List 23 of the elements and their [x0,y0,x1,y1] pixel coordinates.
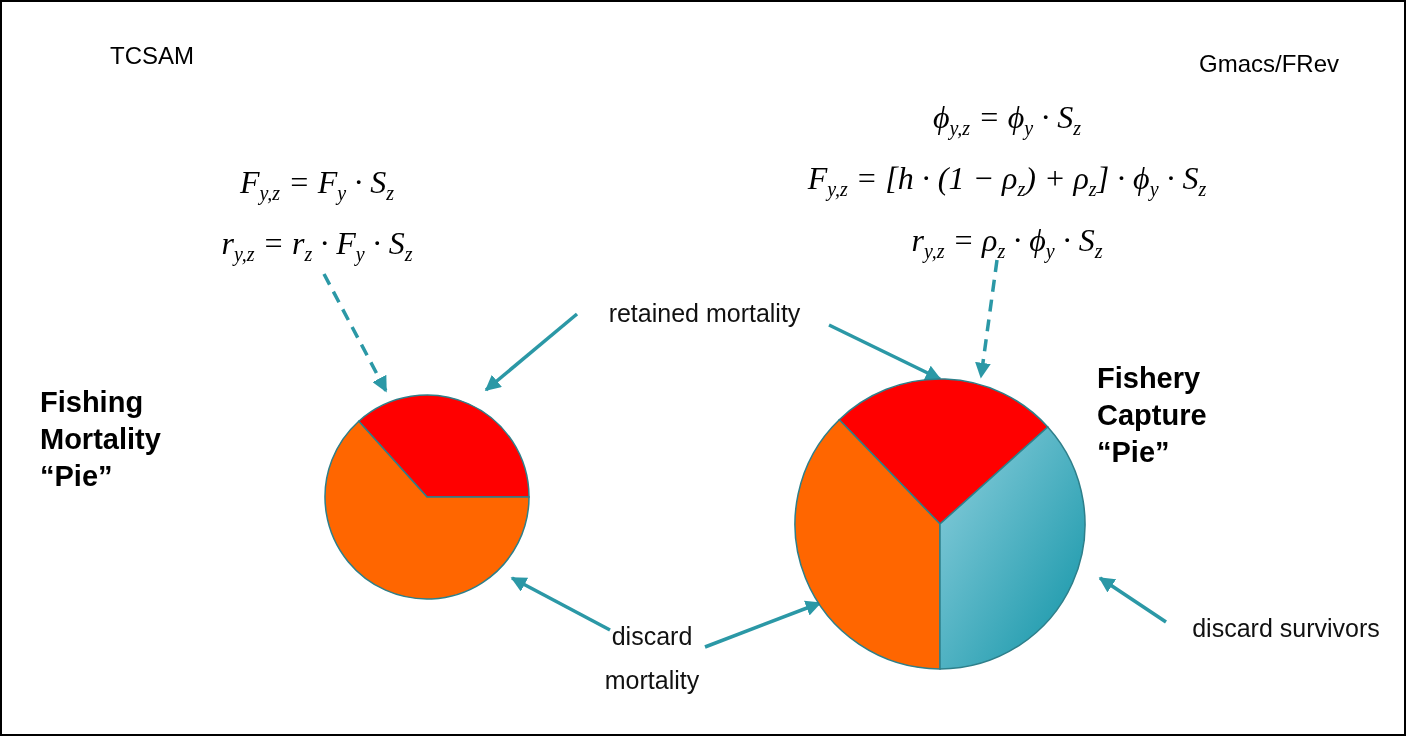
pie-slice [838,378,1049,525]
callout-text: discard mortality [592,614,712,702]
leader-arrow [510,576,611,632]
pie-caption: Fishery Capture “Pie” [1097,361,1208,470]
model-label: Gmacs/FRev [1199,50,1339,78]
model-label: TCSAM [110,42,194,70]
leader-arrow [1098,576,1167,624]
pie-slice [794,418,941,670]
equation: r$_{y,z}$ = ρ$_{z}$ · ϕ$_{y}$ · S$_{z}$ [910,220,1104,265]
callout-text: discard survivors [1170,614,1402,643]
pie-caption: Fishing Mortality “Pie” [40,385,162,494]
equation: F$_{y,z}$ = F$_{y}$ · S$_{z}$ [239,163,395,207]
callout-text: retained mortality [582,299,827,328]
dashed-arrow [322,273,388,393]
pie-slice [358,394,530,498]
pie-slice [939,426,1086,670]
leader-arrow [484,312,579,392]
equation: F$_{y,z}$ = [h · (1 − ρ$_{z}$) + ρ$_{z}$] · ϕ$_{y}$ · S$_{z}$ [806,159,1208,203]
leader-arrow [828,323,942,381]
equation: ϕ$_{y,z}$ = ϕ$_{y}$ · S$_{z}$ [932,98,1082,142]
pie-chart [794,378,1086,670]
dashed-arrow [975,259,999,379]
equation: r$_{y,z}$ = r$_{z}$ · F$_{y}$ · S$_{z}$ [220,224,414,268]
